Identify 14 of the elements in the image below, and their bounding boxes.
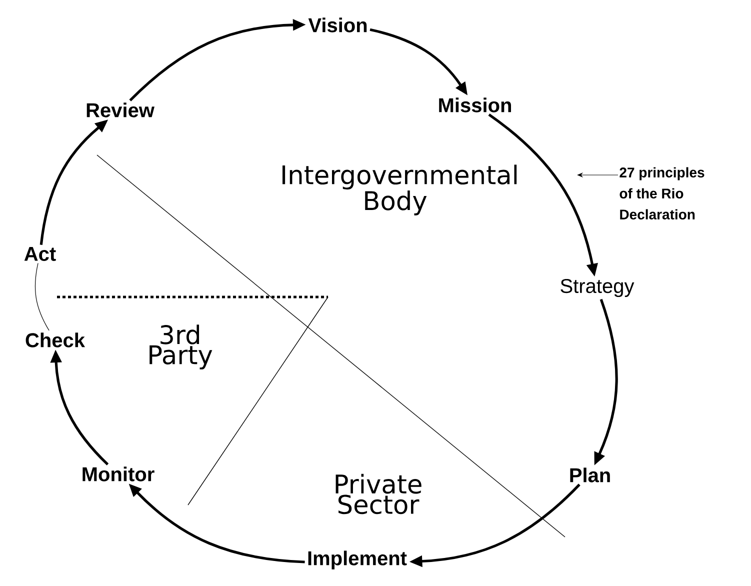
stage-label: Vision	[308, 18, 367, 32]
stage-label: Act	[24, 247, 56, 261]
annotation-text: 27 principles of the Rio Declaration	[620, 167, 704, 220]
region-label: Private Sector	[336, 474, 422, 514]
stage-label: Monitor	[82, 466, 154, 482]
connector-line	[34, 262, 50, 331]
stage-label: Strategy	[560, 278, 634, 298]
region-label: Intergovernmental Body	[282, 164, 517, 216]
stage-label: Check	[26, 332, 86, 348]
stage-label: Plan	[570, 468, 610, 482]
stage-label: Review	[86, 102, 154, 118]
region-label: 3rd Party	[150, 324, 212, 370]
stage-label: Mission	[439, 98, 511, 112]
stage-label: Implement	[308, 550, 407, 570]
